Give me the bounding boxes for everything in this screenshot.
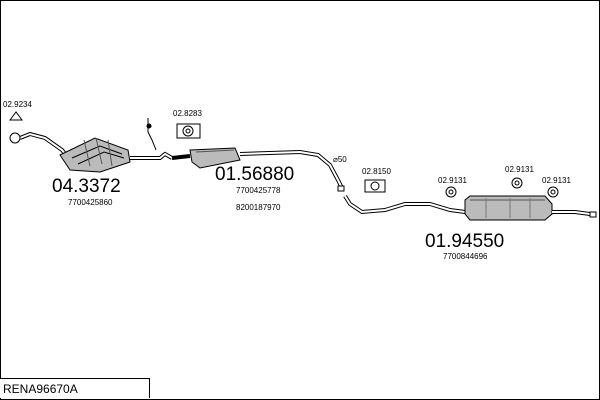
hanger-mid-icon: [364, 179, 386, 193]
hanger-rear-2-icon: [511, 177, 523, 189]
clamp-icon: [176, 123, 201, 139]
rear-silencer-oe-1: 7700844696: [443, 252, 488, 261]
hanger-rear-1-icon: [445, 186, 457, 198]
rear-silencer-code: 01.94550: [425, 231, 504, 252]
reference-code: RENA96670A: [0, 378, 150, 398]
accessory-label-clamp: 02.8283: [173, 109, 202, 118]
gasket-icon: [9, 111, 23, 121]
front-pipe-code: 04.3372: [52, 176, 121, 197]
hanger-rear-3-icon: [547, 186, 559, 198]
accessory-label-hanger-rear-2: 02.9131: [505, 165, 534, 174]
accessory-label-hanger-rear-1: 02.9131: [438, 176, 467, 185]
middle-silencer-oe-1: 7700425778: [236, 186, 281, 195]
rear-pipe: [343, 194, 466, 215]
middle-silencer-oe-2: 8200187970: [236, 203, 281, 212]
middle-silencer-code: 01.56880: [215, 164, 294, 185]
front-pipe-catalyst: [9, 118, 173, 173]
accessory-label-hanger-rear-3: 02.9131: [542, 176, 571, 185]
accessory-label-hanger-mid: 02.8150: [362, 167, 391, 176]
rear-silencer: [464, 195, 597, 221]
accessory-label-gasket: 02.9234: [3, 100, 32, 109]
middle-silencer: [171, 147, 345, 192]
pipe-diameter-label: ⌀50: [333, 155, 347, 164]
front-pipe-oe-1: 7700425860: [68, 198, 113, 207]
